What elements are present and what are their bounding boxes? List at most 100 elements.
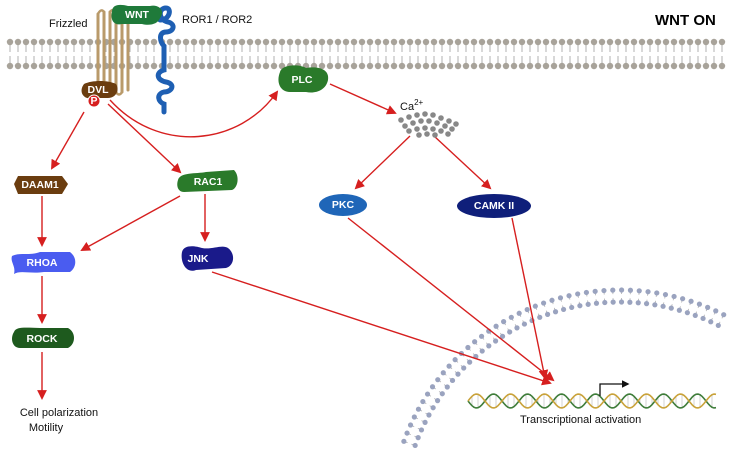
lipid-head [206,62,214,70]
arrow-dvl-rac1 [107,103,182,174]
lipid-head [166,38,174,46]
lipid-head [462,38,470,46]
lipid-head [662,38,670,46]
calcium-ion [453,121,459,127]
transcription-label: Transcriptional activation [520,414,641,426]
nuclear-lipid-head [652,302,658,308]
nuclear-lipid-head [424,391,431,397]
nuclear-lipid-head [516,310,522,316]
lipid-head [622,38,630,46]
nuclear-lipid-head [455,371,461,377]
rock-label: ROCK [27,333,58,345]
lipid-head [334,62,342,70]
camk2-shape [457,194,531,218]
lipid-head [670,62,678,70]
lipid-head [22,62,30,70]
lipid-head [542,62,550,70]
calcium-label: Ca2+ [400,98,424,113]
lipid-head [150,38,158,46]
lipid-head [390,38,398,46]
nuclear-lipid-head [412,442,418,449]
lipid-head [510,62,518,70]
nuclear-lipid-head [601,287,607,294]
nuclear-lipid-head [715,322,721,329]
lipid-head [654,62,662,70]
lipid-head [622,62,630,70]
lipid-head [350,38,358,46]
lipid-head [6,38,14,46]
lipid-head [342,38,350,46]
lipid-head [486,62,494,70]
outcome-label-line1: Cell polarization [20,407,98,419]
lipid-head [278,38,286,46]
lipid-head [254,38,262,46]
rhoa-shape [11,252,76,274]
lipid-head [606,62,614,70]
nuclear-lipid-head [557,295,564,301]
nuclear-lipid-head [422,419,428,425]
nuclear-lipid-head [472,339,478,345]
lipid-head [78,62,86,70]
wnt-shape [111,4,163,25]
lipid-head [526,38,534,46]
ror-label: ROR1 / ROR2 [182,14,252,26]
lipid-head [182,62,190,70]
lipid-head [710,62,718,70]
dna-strand [467,393,717,409]
lipid-head [486,38,494,46]
lipid-head [598,38,606,46]
lipid-head [678,62,686,70]
nuclear-lipid-head [662,291,669,298]
rac1-shape [177,170,238,192]
nuclear-lipid-head [566,293,572,299]
nuclear-lipid-head [407,422,414,428]
nuclear-lipid-head [418,427,425,433]
nuclear-lipid-head [420,398,426,405]
ror-receptor [155,5,176,115]
lipid-head [62,38,70,46]
nuclear-lipid-head [467,359,473,365]
calcium-ion [438,115,444,121]
calcium-ion [430,126,436,132]
lipid-head [494,62,502,70]
nuclear-lipid-head [532,303,538,309]
nuclear-lipid-head [708,319,714,325]
dvl-shape [81,81,118,99]
lipid-head [350,62,358,70]
lipid-head [150,62,158,70]
nuclear-lipid-head [618,299,625,305]
lipid-head [574,38,582,46]
lipid-head [494,38,502,46]
lipid-head [270,38,278,46]
nuclear-lipid-head [583,289,590,296]
lipid-head [630,62,638,70]
lipid-head [278,62,286,70]
nuclear-lipid-head [537,314,543,320]
rac1-label: RAC1 [194,176,223,188]
nuclear-lipid-head [492,338,499,344]
lipid-head [134,38,142,46]
lipid-head [710,38,718,46]
nuclear-lipid-head [435,377,441,383]
lipid-head [310,38,318,46]
calcium-ion [430,112,436,118]
lipid-head [694,62,702,70]
lipid-head [478,62,486,70]
nuclear-lipid-head [635,300,641,306]
lipid-head [550,62,558,70]
calcium-ion [414,126,420,132]
dna-helix [467,393,717,409]
nuclear-lipid-head [705,304,711,310]
nuclear-lipid-head [619,287,625,293]
calcium-ion [406,128,412,134]
lipid-head [302,38,310,46]
calcium-ion [410,120,416,126]
lipid-head [374,38,382,46]
nuclear-lipid-head [446,363,452,369]
nuclear-lipid-head [676,307,682,313]
lipid-head [438,62,446,70]
arrow-calcium-pkc [354,135,411,190]
lipid-head [318,62,326,70]
rock-shape [12,327,74,348]
